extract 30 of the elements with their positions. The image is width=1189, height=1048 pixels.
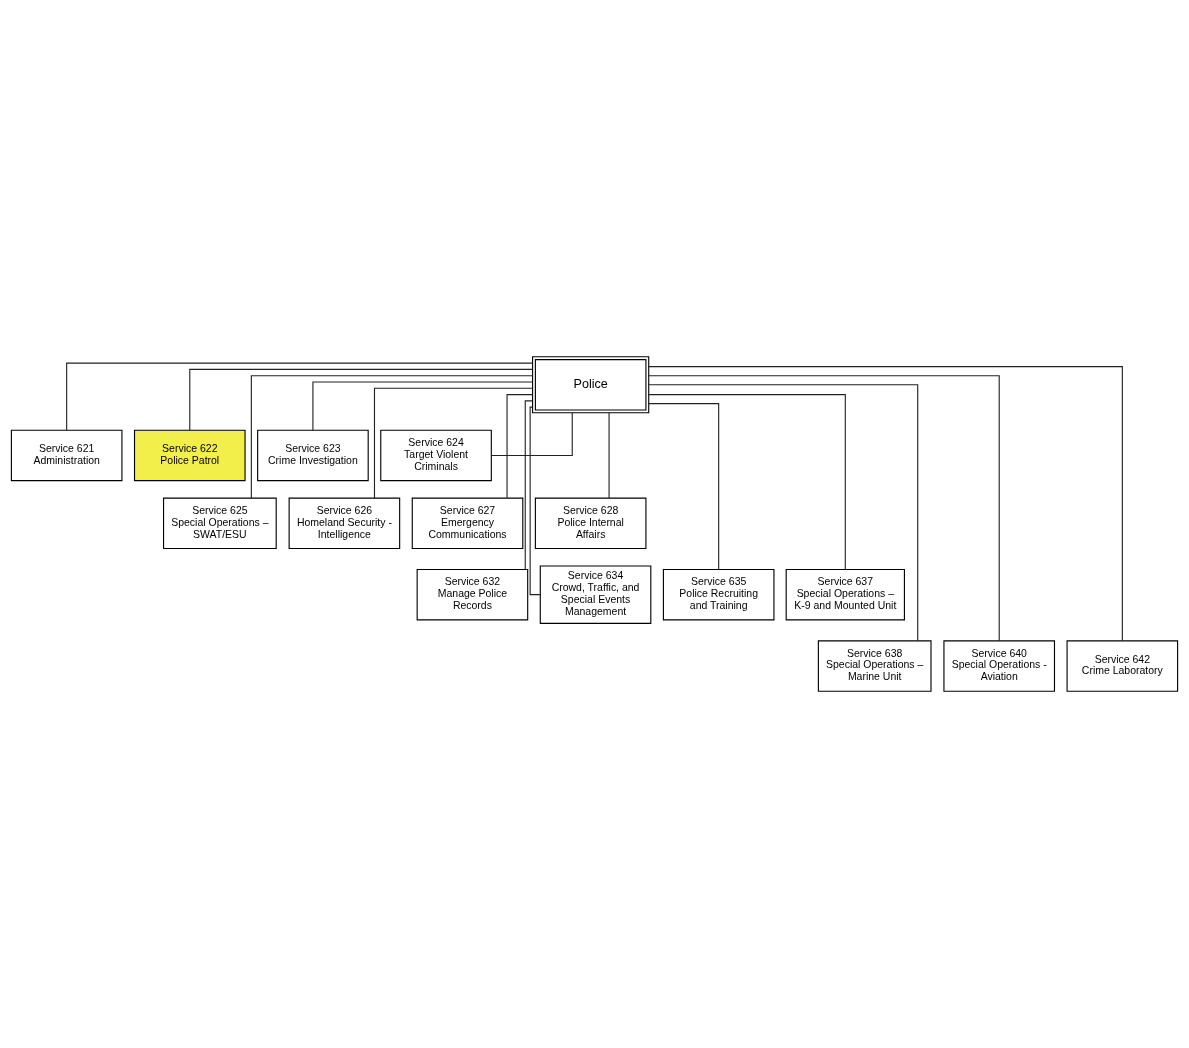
connector — [529, 406, 541, 596]
node-box: Service 632 Manage Police Records — [416, 568, 529, 621]
node-box: Service 627 Emergency Communications — [411, 497, 524, 550]
node-box: Service 640 Special Operations - Aviation — [943, 640, 1056, 692]
connector — [648, 384, 919, 642]
node-box: Service 625 Special Operations – SWAT/ESU — [163, 497, 277, 550]
node-box: Service 642 Crime Laboratory — [1066, 640, 1179, 692]
connector — [312, 381, 533, 431]
node-box: Service 623 Crime Investigation — [257, 429, 369, 482]
connector — [490, 412, 573, 456]
connector — [524, 400, 534, 570]
connector — [648, 403, 720, 570]
node-box: Service 634 Crowd, Traffic, and Special Events Management — [539, 565, 652, 624]
connector — [608, 412, 610, 499]
connector — [648, 375, 1000, 642]
node-box: Service 638 Special Operations – Marine Unit — [817, 640, 932, 692]
connector — [506, 394, 533, 499]
connector — [189, 368, 534, 431]
node-box: Service 622 Police Patrol — [133, 429, 246, 482]
node-box: Service 635 Police Recruiting and Training — [662, 568, 775, 621]
node-box: Service 624 Target Violent Criminals — [380, 429, 492, 482]
connector — [648, 366, 1123, 642]
connector — [373, 387, 533, 499]
node-box: Service 621 Administration — [10, 429, 123, 482]
connector — [648, 394, 846, 570]
connector — [250, 375, 534, 499]
node-box: Service 626 Homeland Security - Intelligence — [288, 497, 401, 550]
node-box: Service 637 Special Operations – K-9 and Mounted Unit — [785, 568, 905, 621]
node-box: Service 628 Police Internal Affairs — [534, 497, 647, 550]
connector — [66, 362, 534, 431]
